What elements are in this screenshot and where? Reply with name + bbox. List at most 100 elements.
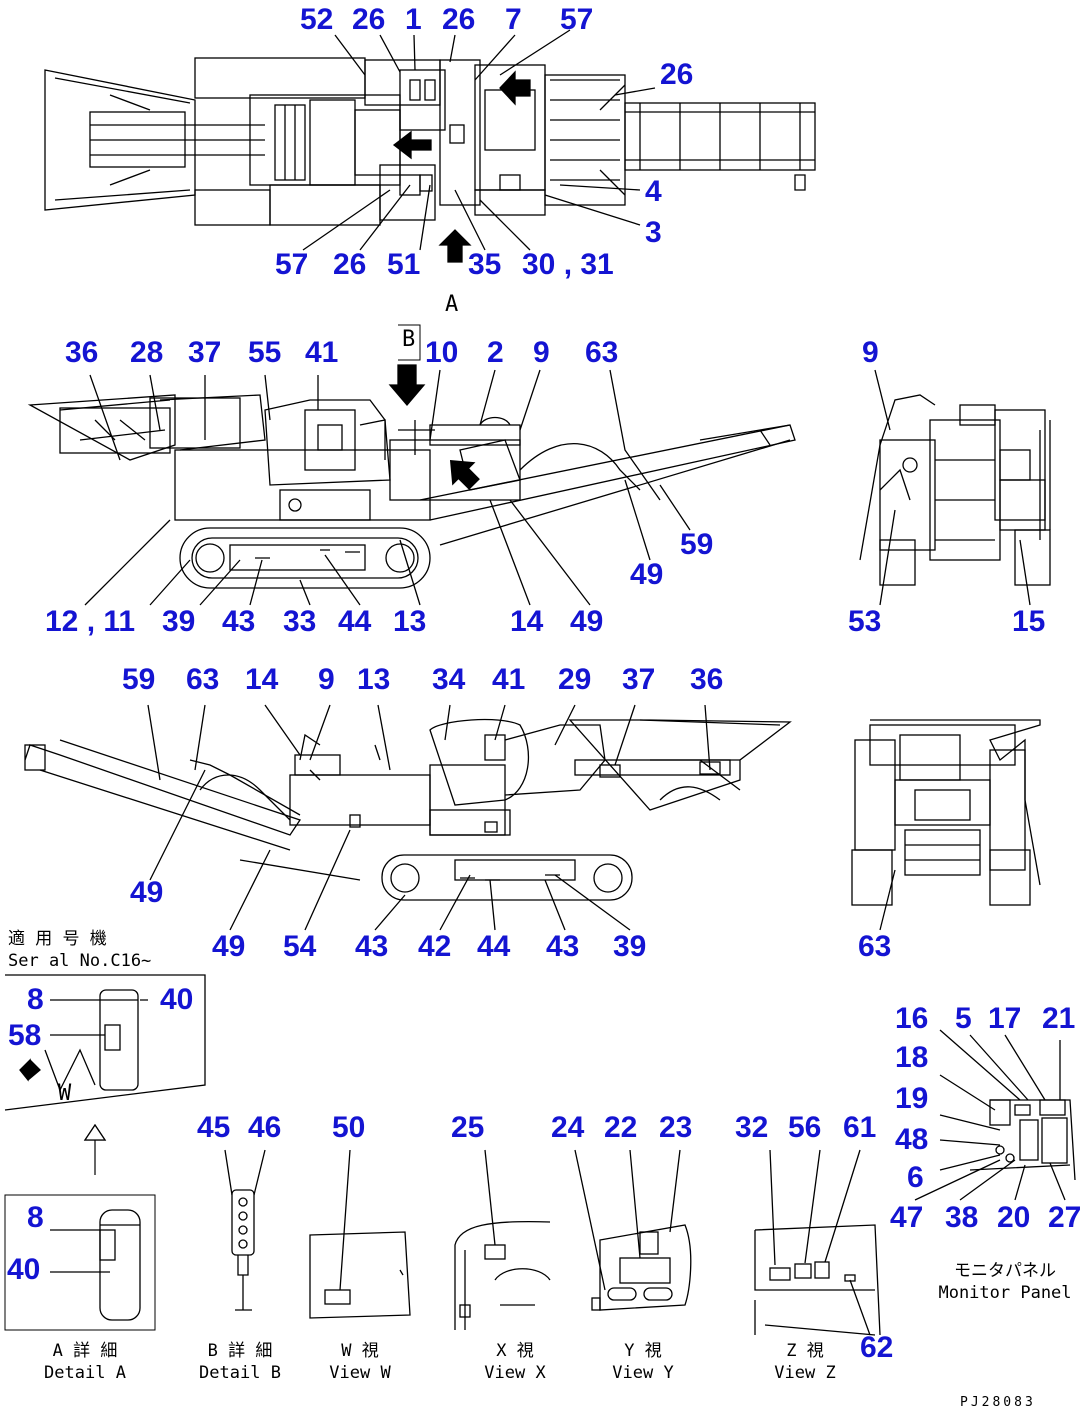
serial-caption-en: Ser al No.C16~ <box>8 951 152 971</box>
detail-b-caption-jp: B 詳 細 <box>207 1341 273 1361</box>
callout-18: 18 <box>895 1041 929 1074</box>
callout-35: 35 <box>468 248 502 281</box>
callout-36: 36 <box>65 336 99 369</box>
callout-16: 16 <box>895 1002 929 1035</box>
view-y-caption-jp: Y 視 <box>624 1341 662 1361</box>
callout-25: 25 <box>451 1111 485 1144</box>
callout-59: 59 <box>680 528 714 561</box>
callout-21: 21 <box>1042 1002 1076 1035</box>
callout-55: 55 <box>248 336 282 369</box>
callout-43: 43 <box>546 930 580 963</box>
callout-19: 19 <box>895 1082 929 1115</box>
callout-12-11: 12 , 11 <box>45 605 136 638</box>
callout-53: 53 <box>848 605 882 638</box>
view-z <box>754 1149 881 1336</box>
callout-28: 28 <box>130 336 164 369</box>
view-letter-b: B <box>402 327 416 352</box>
view-x <box>454 1149 551 1330</box>
monitor-panel-caption-jp: モニタパネル <box>954 1261 1056 1281</box>
callout-2: 2 <box>487 336 504 369</box>
detail-a-caption-en: Detail A <box>44 1363 126 1383</box>
drawing-code: PJ28083 <box>960 1395 1036 1410</box>
view-letter-w: W <box>58 1081 72 1106</box>
view-x-caption-jp: X 視 <box>496 1341 534 1361</box>
callout-42: 42 <box>418 930 452 963</box>
callout-39: 39 <box>162 605 196 638</box>
callout-5: 5 <box>955 1002 972 1035</box>
callout-26: 26 <box>660 58 694 91</box>
plan-view <box>44 29 816 263</box>
callout-49: 49 <box>130 876 164 909</box>
callout-45: 45 <box>197 1111 231 1144</box>
side-view-left <box>27 324 796 606</box>
callout-41: 41 <box>492 663 526 696</box>
callout-40: 40 <box>160 983 194 1016</box>
callout-41: 41 <box>305 336 339 369</box>
callout-3: 3 <box>645 216 662 249</box>
callout-1: 1 <box>405 3 422 36</box>
detail-a <box>4 974 206 1331</box>
callout-57: 57 <box>275 248 309 281</box>
callout-43: 43 <box>222 605 256 638</box>
view-y <box>574 1149 692 1311</box>
solid-arrow-icon <box>388 364 426 407</box>
callout-63: 63 <box>858 930 892 963</box>
callout-36: 36 <box>690 663 724 696</box>
callout-7: 7 <box>505 3 522 36</box>
callout-50: 50 <box>332 1111 366 1144</box>
side-view-right <box>24 704 792 931</box>
callout-49: 49 <box>212 930 246 963</box>
callout-8: 8 <box>27 1201 44 1234</box>
callout-57: 57 <box>560 3 594 36</box>
callout-62: 62 <box>860 1331 894 1364</box>
callout-13: 13 <box>357 663 391 696</box>
view-y-caption-en: View Y <box>612 1363 674 1383</box>
callout-47: 47 <box>890 1201 924 1234</box>
callout-20: 20 <box>997 1201 1031 1234</box>
callout-22: 22 <box>604 1111 638 1144</box>
view-z-caption-jp: Z 視 <box>786 1341 824 1361</box>
monitor-panel <box>914 1029 1076 1201</box>
callout-51: 51 <box>387 248 421 281</box>
callout-6: 6 <box>907 1161 924 1194</box>
callout-14: 14 <box>510 605 544 638</box>
callout-44: 44 <box>338 605 372 638</box>
callout-44: 44 <box>477 930 511 963</box>
callout-8: 8 <box>27 983 44 1016</box>
callout-46: 46 <box>248 1111 282 1144</box>
callout-9: 9 <box>862 336 879 369</box>
callout-13: 13 <box>393 605 427 638</box>
rear-view-right <box>859 369 1051 606</box>
callout-40: 40 <box>7 1253 41 1286</box>
callout-10: 10 <box>425 336 459 369</box>
view-x-caption-en: View X <box>484 1363 546 1383</box>
callout-52: 52 <box>300 3 334 36</box>
view-w-caption-jp: W 視 <box>341 1341 379 1361</box>
rear-view-lower <box>851 719 1041 931</box>
callout-26: 26 <box>442 3 476 36</box>
callout-26: 26 <box>352 3 386 36</box>
callout-58: 58 <box>8 1019 42 1052</box>
monitor-panel-caption-en: Monitor Panel <box>938 1283 1072 1303</box>
callout-4: 4 <box>645 175 662 208</box>
callout-26: 26 <box>333 248 367 281</box>
detail-a-caption-jp: A 詳 細 <box>52 1341 118 1361</box>
callout-56: 56 <box>788 1111 822 1144</box>
solid-arrow-icon <box>438 229 472 263</box>
callout-48: 48 <box>895 1123 929 1156</box>
serial-caption-jp: 適 用 号 機 <box>8 929 107 949</box>
callout-34: 34 <box>432 663 466 696</box>
callout-14: 14 <box>245 663 279 696</box>
callout-9: 9 <box>318 663 335 696</box>
callout-27: 27 <box>1048 1201 1082 1234</box>
view-w <box>309 1149 411 1319</box>
view-letter-a: A <box>445 292 459 317</box>
callout-39: 39 <box>613 930 647 963</box>
callout-29: 29 <box>558 663 592 696</box>
callout-32: 32 <box>735 1111 769 1144</box>
view-z-caption-en: View Z <box>774 1363 836 1383</box>
callout-24: 24 <box>551 1111 585 1144</box>
detail-b-caption-en: Detail B <box>199 1363 281 1383</box>
